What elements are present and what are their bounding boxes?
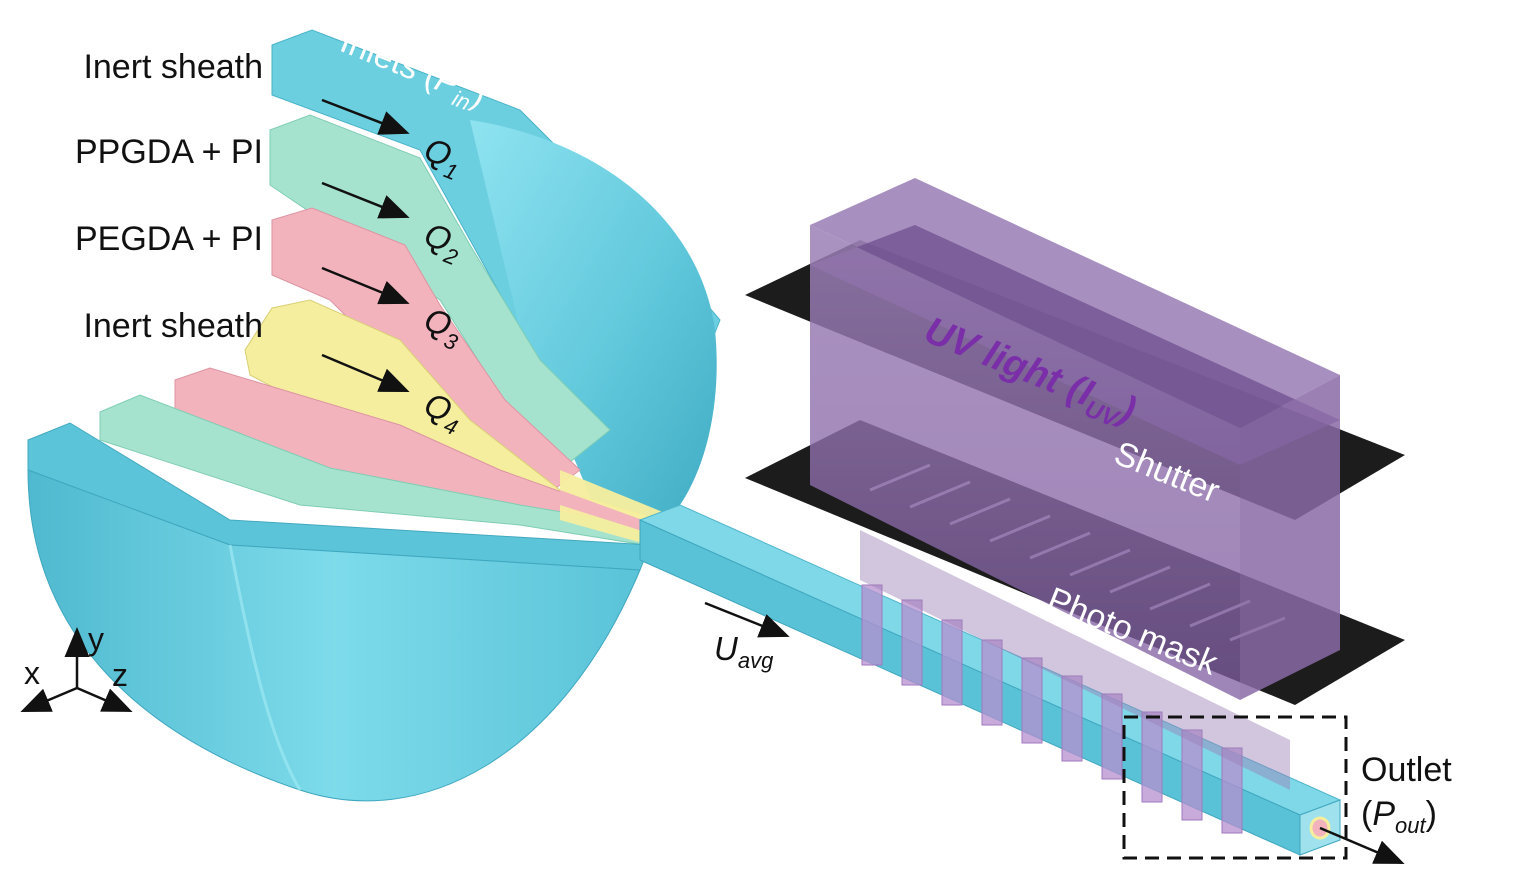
coordinate-axes [20, 627, 133, 712]
uv-box-front [810, 225, 1240, 700]
feature-post [901, 599, 923, 686]
inlet-label-4: Inert sheath [83, 307, 263, 345]
axis-label-x: x [24, 655, 40, 691]
feature-post [1181, 729, 1203, 821]
outlet-label: Outlet [1361, 751, 1452, 789]
bowl-front-shell [27, 469, 641, 802]
q4-arrow [321, 353, 410, 392]
feature-post [941, 619, 963, 706]
polymerized-features [861, 584, 1243, 834]
q3-arrow [321, 266, 410, 305]
pegda-channel [271, 207, 581, 501]
x-axis-line [20, 686, 78, 712]
uv-box-inner-band [810, 225, 1340, 465]
axis-label-z: z [112, 657, 128, 693]
inlet-label-3: PEGDA + PI [75, 220, 263, 258]
z-axis-line [76, 686, 133, 712]
uv-box-side [1240, 375, 1340, 700]
axis-label-y: y [88, 621, 104, 657]
inlet-label-2: PPGDA + PI [75, 133, 263, 171]
q2-arrow [321, 181, 410, 219]
feature-post [1101, 693, 1123, 780]
uv-beam-lower [860, 530, 1290, 790]
feature-post [1021, 657, 1043, 744]
q1-arrow [321, 98, 410, 135]
outlet-arrow [1319, 826, 1405, 864]
outlet-highlight-box [1122, 715, 1348, 860]
feature-post [1061, 675, 1083, 762]
inlet-label-1: Inert sheath [83, 48, 263, 86]
feature-post [981, 639, 1003, 726]
feature-post [1221, 747, 1243, 834]
average-velocity-label: Uavg [714, 630, 774, 673]
bowl-body [470, 120, 717, 540]
flow-focusing-device [27, 29, 780, 802]
bowl-front-rim [228, 544, 302, 791]
uavg-arrow [704, 601, 790, 638]
flow-arrows [321, 98, 1405, 864]
feature-post [861, 584, 883, 666]
outlet-pressure-label: (Pout) [1361, 795, 1437, 838]
feature-post [1141, 711, 1163, 803]
uv-light-volume [810, 178, 1340, 790]
